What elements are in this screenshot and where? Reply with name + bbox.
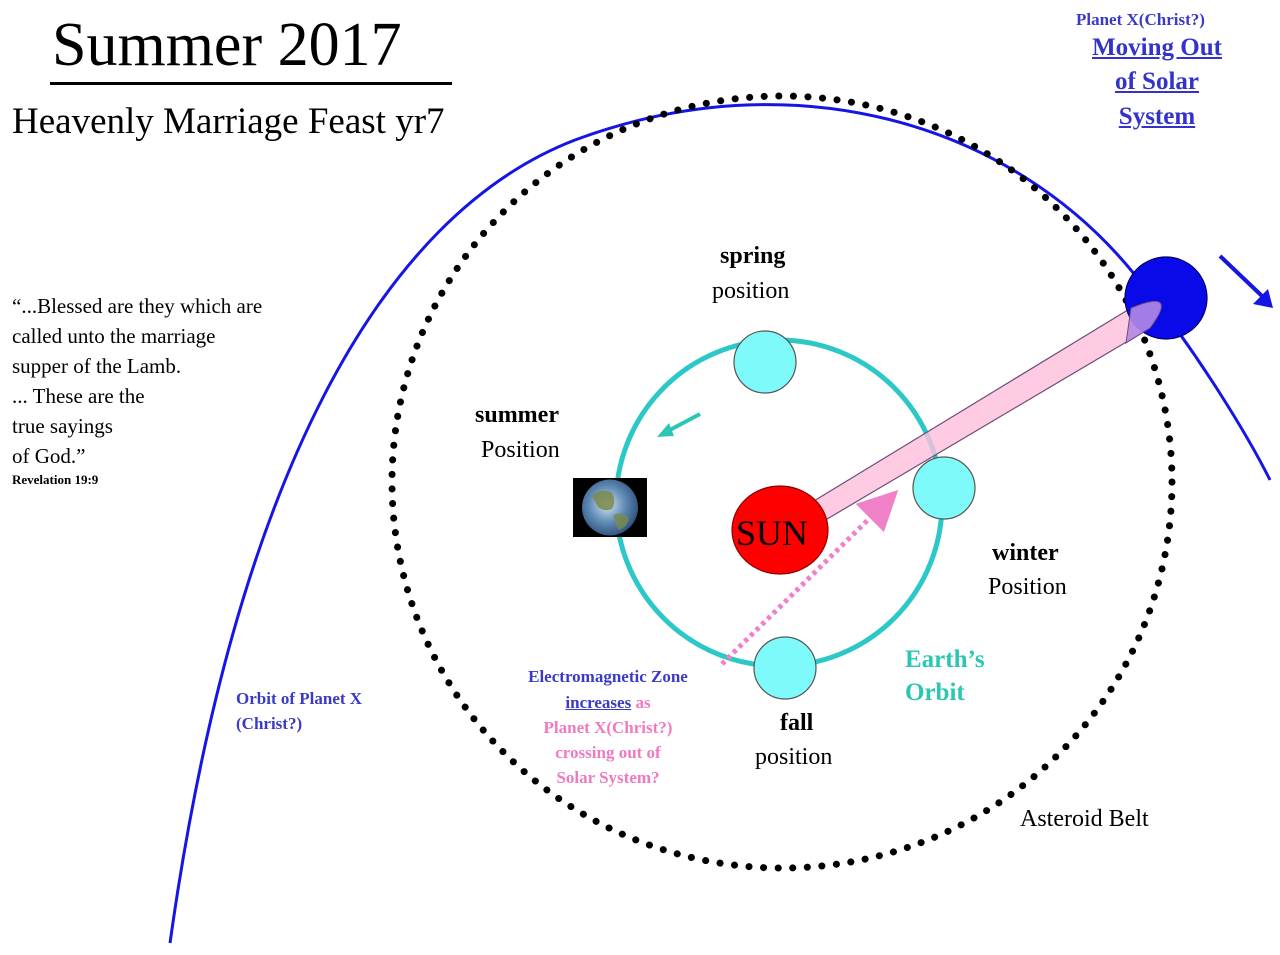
winter-earth-position [912, 456, 976, 520]
title-underline [50, 82, 452, 85]
summer-label: summer [475, 402, 559, 428]
spring-label: spring [720, 243, 786, 269]
earth-globe-icon [573, 478, 647, 537]
quote-line-4: ... These are the [12, 384, 145, 408]
spring-position-label: position [712, 278, 790, 304]
sun-label: SUN [736, 513, 809, 553]
quote-line-2: called unto the marriage [12, 324, 216, 348]
earth-orbit-label-2: Orbit [905, 679, 965, 706]
em-zone-increases: increases [565, 693, 632, 712]
em-zone-line-1: Electromagnetic Zone [528, 667, 688, 686]
summer-position-label: Position [481, 437, 560, 463]
winter-label: winter [992, 540, 1059, 566]
quote-line-1: “...Blessed are they which are [12, 294, 263, 318]
spring-earth-position [733, 330, 797, 394]
em-zone-line-3: Planet X(Christ?) [543, 718, 673, 737]
planet-x-heading-line-2: of Solar [1114, 68, 1200, 95]
fall-label: fall [780, 710, 814, 736]
em-zone-as: as [635, 693, 651, 712]
earth-orbit-label-1: Earth’s [905, 646, 985, 673]
asteroid-belt-ring [388, 92, 1176, 872]
quote-line-6: of God.” [12, 444, 86, 468]
fall-earth-position [753, 636, 817, 700]
sun [731, 485, 829, 575]
em-zone-line-4: crossing out of [555, 743, 661, 762]
quote-line-3: supper of the Lamb. [12, 354, 182, 378]
page-title: Summer 2017 [52, 11, 402, 79]
electromagnetic-zone-tip [1125, 300, 1162, 344]
quote-line-5: true sayings [12, 414, 113, 438]
planet-x-heading-label: Planet X(Christ?) [1076, 10, 1205, 29]
orbit-planet-x-label-1: Orbit of Planet X [236, 689, 363, 708]
quote-reference: Revelation 19:9 [12, 472, 99, 487]
asteroid-belt-label: Asteroid Belt [1020, 806, 1149, 832]
orbit-planet-x-label-2: (Christ?) [236, 714, 303, 733]
planet-x-heading-line-1: Moving Out [1092, 34, 1222, 61]
winter-position-label: Position [988, 574, 1067, 600]
page-subtitle: Heavenly Marriage Feast yr7 [12, 101, 445, 142]
em-zone-arrow-icon [720, 489, 899, 666]
orbit-direction-arrow-icon [657, 412, 701, 437]
planet-x-direction-arrow-icon [1218, 254, 1273, 308]
planet-x-heading-line-3: System [1118, 103, 1196, 130]
em-zone-line-5: Solar System? [556, 768, 660, 787]
fall-position-label: position [755, 744, 833, 770]
em-zone-line-2: increases as [488, 693, 728, 713]
